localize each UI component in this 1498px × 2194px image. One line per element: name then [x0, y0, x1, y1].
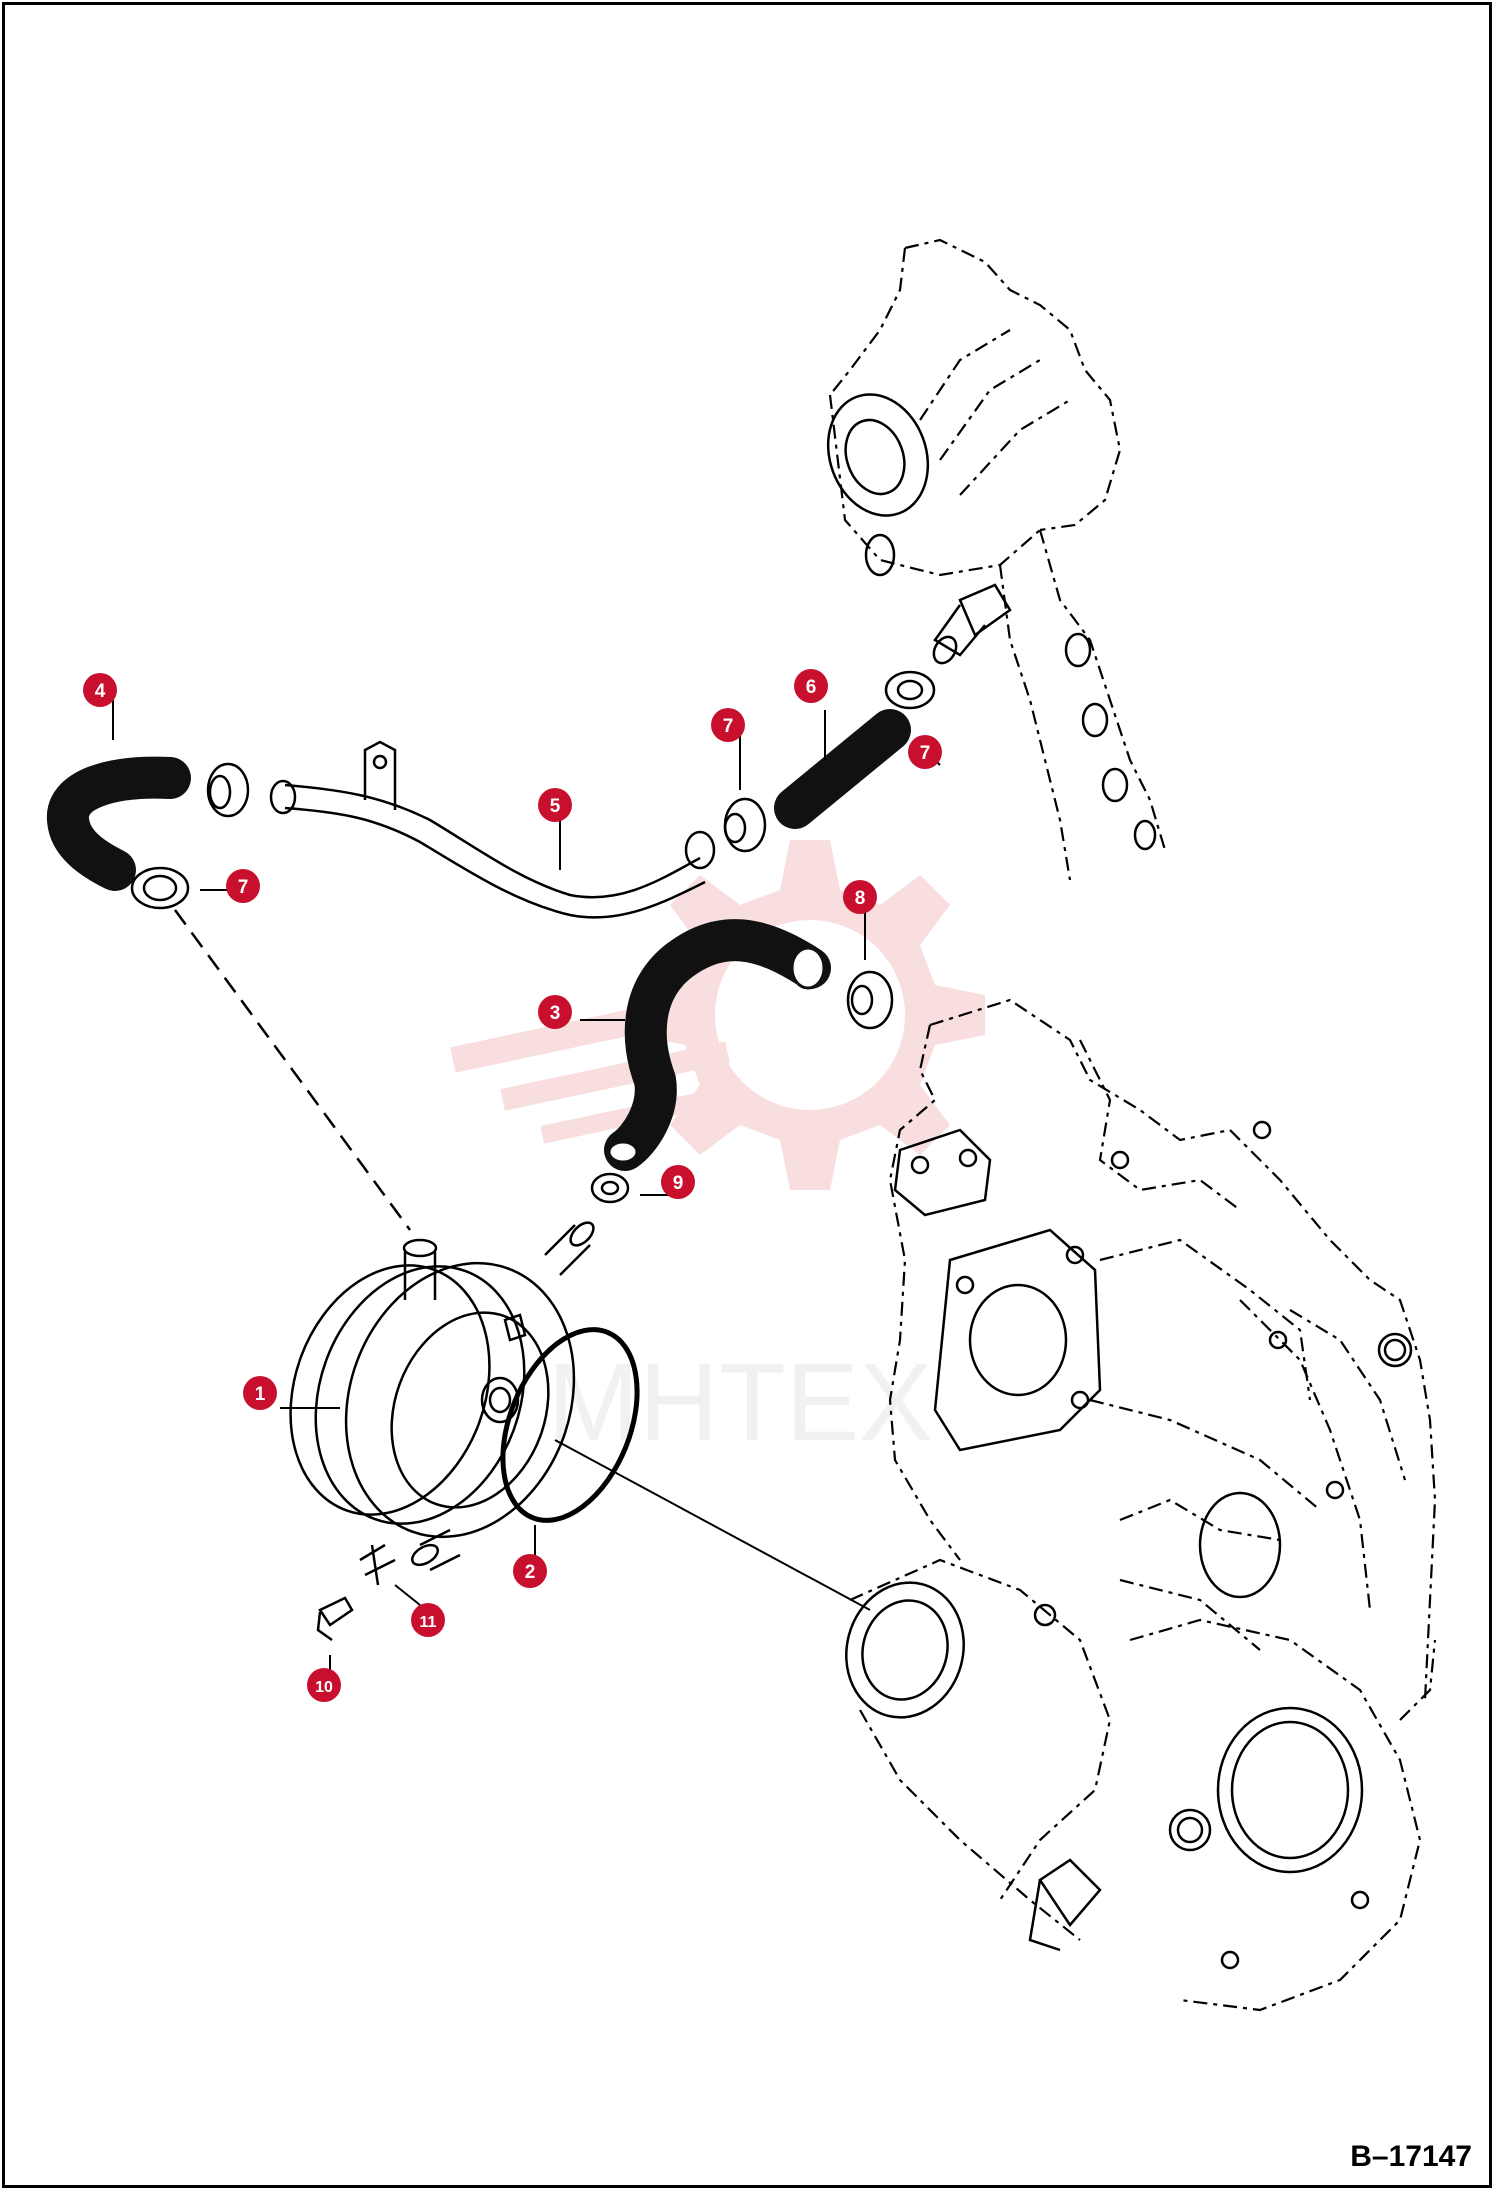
- callouts: 1 2 3 4 5 6 7 7: [83, 669, 942, 1702]
- svg-text:3: 3: [550, 1003, 561, 1024]
- callout-4[interactable]: 4: [83, 673, 117, 707]
- assembly-lines: [173, 909, 871, 1611]
- callout-7a[interactable]: 7: [711, 708, 745, 742]
- svg-text:7: 7: [920, 743, 931, 764]
- callout-5[interactable]: 5: [538, 788, 572, 822]
- callout-1[interactable]: 1: [243, 1376, 277, 1410]
- hose-drawings: [47, 709, 911, 1171]
- svg-text:7: 7: [238, 877, 249, 898]
- callout-7b[interactable]: 7: [908, 735, 942, 769]
- hose-clamp-drawings: [130, 670, 936, 1204]
- watermark-text: MHTEX: [548, 1341, 933, 1464]
- svg-text:8: 8: [855, 888, 866, 909]
- svg-text:11: 11: [420, 1614, 437, 1631]
- callout-10[interactable]: 10: [307, 1668, 341, 1702]
- callout-3[interactable]: 3: [538, 995, 572, 1029]
- svg-text:10: 10: [315, 1679, 333, 1696]
- bolt-washer-drawing: [316, 1543, 396, 1642]
- svg-text:2: 2: [525, 1562, 536, 1583]
- svg-text:9: 9: [673, 1173, 684, 1194]
- svg-text:6: 6: [806, 677, 817, 698]
- engine-block-drawing: [845, 998, 1437, 2012]
- callout-6[interactable]: 6: [794, 669, 828, 703]
- svg-text:5: 5: [550, 796, 561, 817]
- water-pump-drawing: [826, 238, 1167, 881]
- callout-7c[interactable]: 7: [226, 869, 260, 903]
- svg-text:7: 7: [723, 716, 734, 737]
- o-ring-drawing: [500, 1327, 640, 1523]
- callout-9[interactable]: 9: [661, 1165, 695, 1199]
- svg-text:1: 1: [255, 1384, 266, 1405]
- figure-reference: B–17147: [1350, 2140, 1472, 2173]
- pipe-drawing: [269, 740, 706, 919]
- callout-8[interactable]: 8: [843, 880, 877, 914]
- callout-2[interactable]: 2: [513, 1554, 547, 1588]
- svg-text:4: 4: [95, 681, 106, 702]
- callout-11[interactable]: 11: [411, 1603, 445, 1637]
